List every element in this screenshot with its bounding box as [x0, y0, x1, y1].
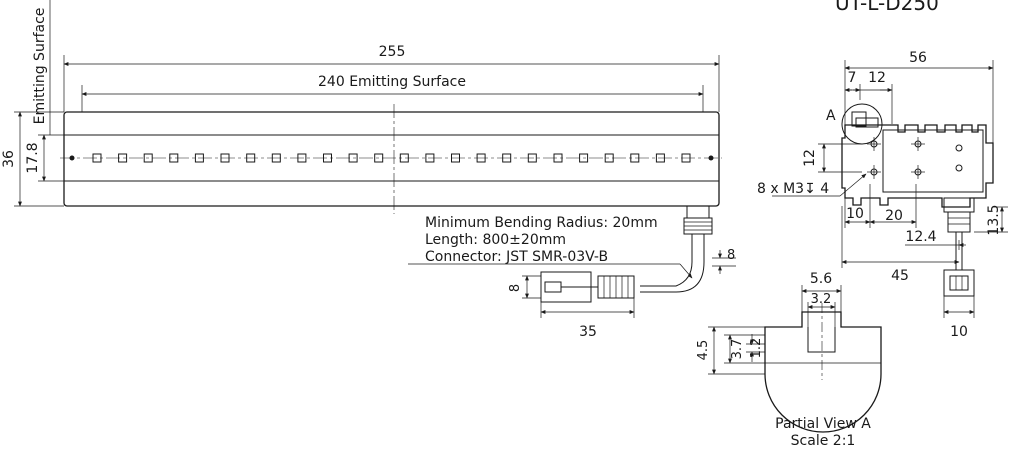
led-2: [118, 153, 128, 163]
dim-12-4-label: 12.4: [905, 229, 936, 245]
led-16: [476, 153, 486, 163]
dim-12-top-label: 12: [868, 70, 886, 86]
led-1: [92, 153, 102, 163]
partial-view-caption-scale: Scale 2:1: [791, 433, 856, 449]
dim-56-label: 56: [909, 50, 927, 66]
mounting-hole-2: [911, 137, 925, 151]
dim-45-label: 45: [891, 268, 909, 284]
end-hole-left: [69, 155, 75, 161]
cable-gland: [686, 205, 710, 219]
model-header-fragment: UT-L-D250: [835, 0, 939, 15]
dim-connector-10-label: 10: [950, 324, 968, 340]
label-a: A: [826, 108, 836, 124]
emitting-surface-side-label: Emitting Surface: [32, 8, 48, 125]
side-body-outline: [841, 124, 994, 208]
dim-3-7-label: 3.7: [730, 339, 745, 360]
led-12: [374, 153, 384, 163]
led-row: [92, 153, 691, 163]
mounting-hole-4: [911, 165, 925, 179]
note-m3-holes: 8 x M3↧ 4: [757, 181, 829, 197]
dim-36-label: 36: [1, 150, 17, 168]
led-9: [297, 153, 307, 163]
dim-cable-8-label: 8: [727, 248, 735, 263]
led-14: [425, 153, 435, 163]
dim-240-label: 240 Emitting Surface: [318, 74, 466, 90]
side-view: A 56 7 12 12 8 x M3↧ 4 10: [757, 50, 1008, 340]
note-connector: Connector: JST SMR-03V-B: [425, 249, 608, 265]
led-24: [681, 153, 691, 163]
mounting-hole-3: [867, 165, 881, 179]
partial-view-outline: [764, 311, 882, 433]
led-5: [194, 153, 204, 163]
dim-13-5-label: 13.5: [986, 204, 1002, 235]
mounting-hole-1: [867, 137, 881, 151]
dim-10-label: 10: [846, 206, 864, 222]
led-6: [220, 153, 230, 163]
led-3: [143, 153, 153, 163]
dim-5-6-label: 5.6: [810, 271, 832, 287]
led-18: [527, 153, 537, 163]
mounting-holes: [867, 137, 925, 179]
light-bar-body: [63, 111, 720, 207]
dim-35-label: 35: [579, 324, 597, 340]
dim-12-left-label: 12: [802, 149, 818, 167]
side-hole-small-1: [955, 144, 963, 152]
cable-assembly: Minimum Bending Radius: 20mm Length: 800…: [408, 205, 736, 340]
dim-255-label: 255: [379, 44, 406, 60]
led-13: [399, 153, 409, 163]
led-19: [553, 153, 563, 163]
partial-view-a: 5.6 3.2 4.5 3.7 1.2 Partial View A Scale…: [696, 271, 882, 449]
note-bending-radius: Minimum Bending Radius: 20mm: [425, 215, 658, 231]
end-hole-right: [708, 155, 714, 161]
led-21: [604, 153, 614, 163]
led-4: [169, 153, 179, 163]
led-23: [655, 153, 665, 163]
dim-20-label: 20: [885, 208, 903, 224]
dim-7-label: 7: [848, 70, 857, 86]
cable-line: [640, 234, 705, 293]
dim-1-2-label: 1.2: [749, 338, 764, 359]
led-7: [246, 153, 256, 163]
partial-view-a-circle: [841, 103, 883, 145]
led-17: [502, 153, 512, 163]
dim-4-5-label: 4.5: [696, 340, 711, 361]
led-22: [630, 153, 640, 163]
led-11: [348, 153, 358, 163]
front-view: 255 240 Emitting Surface 36 17.8 Emittin…: [1, 0, 722, 214]
led-20: [579, 153, 589, 163]
side-hole-small-2: [955, 164, 963, 172]
note-length: Length: 800±20mm: [425, 232, 566, 248]
dim-3-2-label: 3.2: [811, 292, 832, 307]
dim-connector-8-label: 8: [508, 284, 523, 292]
partial-view-caption-title: Partial View A: [775, 416, 871, 432]
led-8: [271, 153, 281, 163]
side-connector: [943, 269, 975, 297]
led-10: [323, 153, 332, 163]
dim-17-8-label: 17.8: [25, 142, 41, 173]
led-15: [451, 153, 460, 163]
